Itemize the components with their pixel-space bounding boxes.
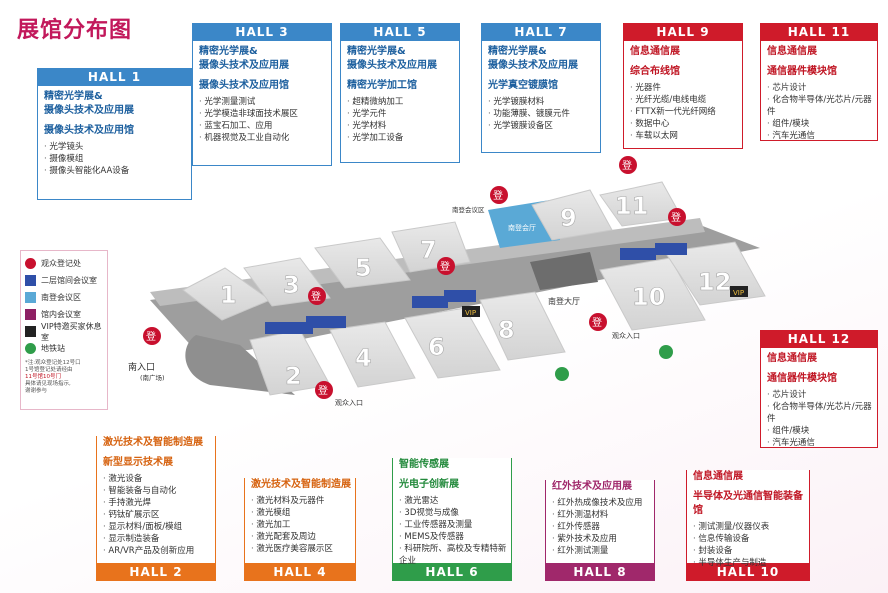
hall-2-header: HALL 2 [96,563,216,581]
register-marker: 登 [619,156,637,174]
hall-meeting-icon [25,309,36,320]
south-hall-label: 南登大厅 [548,296,580,306]
hall-number-6: 6 [428,333,445,361]
hall-6-card: 智能传感展 光电子创新展 激光雷达3D视觉与成像工业传感器及测量MEMS及传感器… [392,458,512,581]
hall-number-1: 1 [220,281,237,309]
main-corridor [150,225,760,350]
hall-9-card: HALL 9 信息通信展 综合布线馆 光器件光纤光缆/电线电缆FTTX新一代光纤… [623,23,743,149]
hall-1-header: HALL 1 [37,68,192,86]
legend-note: *注:观众登记处12号口 1号馆登记处请经由 11号馆10号门 具体请见现场指示… [25,360,81,394]
hall-5-card: HALL 5 精密光学展&摄像头技术及应用展 精密光学加工馆 超精微纳加工光学元… [340,23,460,163]
hall-11-card: HALL 11 信息通信展 通信器件模块馆 芯片设计化合物半导体/光芯片/元器件… [760,23,878,141]
hall-2-card: 激光技术及智能制造展 新型显示技术展 激光设备智能装备与自动化手持激光焊钙钛矿展… [96,436,216,581]
register-marker: 登 [589,313,607,331]
hall-5-header: HALL 5 [340,23,460,41]
hall-number-11: 11 [615,192,648,220]
vip-room: VIP [462,306,480,317]
conf-room-8de [444,290,476,302]
register-marker: 登 [308,287,326,305]
conf-room-2de [265,322,313,334]
legend-item: 地铁站 [25,340,103,357]
south-entrance-label: 南入口 [128,361,155,373]
south-meeting-icon [25,292,36,303]
hall-7-card: HALL 7 精密光学展&摄像头技术及应用展 光学真空镀膜馆 光学镀膜材料功能薄… [481,23,601,153]
visitor-entrance-1: 观众入口 [335,399,363,407]
south-lobby [530,252,598,290]
hall-7-header: HALL 7 [481,23,601,41]
hall-number-5: 5 [355,254,372,282]
svg-text:VIP: VIP [733,289,744,297]
metro-marker [555,367,569,381]
svg-text:登: 登 [318,384,328,397]
legend-item: 馆内会议室 [25,306,103,323]
hall-9-block [531,189,613,241]
south-entrance-sub: (南广场) [140,373,165,382]
hall-6-block [404,307,501,379]
svg-text:登: 登 [622,159,632,172]
svg-text:登: 登 [493,189,503,202]
hall-9-header: HALL 9 [623,23,743,41]
register-marker: 登 [315,381,333,399]
hall-number-3: 3 [283,271,300,299]
hall-4-card: 激光技术及智能制造展 激光材料及元器件激光模组激光加工激光配套及周边激光医疗美容… [244,478,356,581]
hall-number-2: 2 [285,362,302,390]
meeting-room-icon [25,275,36,286]
legend-item: VIP特邀买家休息室 [25,322,103,342]
register-marker: 登 [668,208,686,226]
hall-number-8: 8 [498,316,515,344]
svg-text:登: 登 [592,316,602,329]
visitor-entrance-2: 观众入口 [612,332,640,340]
svg-text:登: 登 [440,260,450,273]
conf-room-12de [655,243,687,255]
hall-10-header: HALL 10 [686,563,810,581]
hall-number-7: 7 [420,236,437,264]
hall-3-header: HALL 3 [192,23,332,41]
svg-text:登: 登 [311,290,321,303]
hall-number-9: 9 [560,204,577,232]
hall-3-card: HALL 3 精密光学展&摄像头技术及应用展 摄像头技术及应用馆 光学测量测试光… [192,23,332,166]
conf-room-4de [306,316,346,328]
legend-item: 二层馆间会议室 [25,272,103,289]
hall-5-block [314,237,411,289]
hall-4-block [329,321,416,388]
svg-text:VIP: VIP [465,309,476,317]
map-legend: 观众登记处 二层馆间会议室 南登会议区 馆内会议室 VIP特邀买家休息室 地铁站… [20,250,108,410]
hall-number-10: 10 [632,283,665,311]
register-marker: 登 [143,327,161,345]
conf-room-6de [412,296,448,308]
hall-1-card: HALL 1 精密光学展&摄像头技术及应用展 摄像头技术及应用馆 光学镜头摄像模… [37,68,192,200]
metro-icon [25,343,36,354]
hall-8-block [479,291,566,361]
hall-8-card: 红外技术及应用展 红外热成像技术及应用红外测温材料红外传感器紫外技术及应用红外测… [545,480,655,581]
vip-room: VIP [730,286,748,297]
vip-icon [25,326,36,337]
hall-8-header: HALL 8 [545,563,655,581]
legend-item: 南登会议区 [25,289,103,306]
hall-6-header: HALL 6 [392,563,512,581]
hall-11-header: HALL 11 [760,23,878,41]
svg-text:登: 登 [146,330,156,343]
south-meeting-label: 南登会议区 [452,205,485,214]
hall-12-card: HALL 12 信息通信展 通信器件模块馆 芯片设计化合物半导体/光芯片/元器件… [760,330,878,448]
page-title: 展馆分布图 [17,18,133,43]
svg-text:登: 登 [671,211,681,224]
hall-number-4: 4 [355,344,372,372]
hall-10-block [599,257,706,331]
register-marker: 登 [437,257,455,275]
register-icon [25,258,36,269]
hall-4-header: HALL 4 [244,563,356,581]
register-marker: 登 [490,186,508,204]
conf-room-10de [620,248,656,260]
legend-item: 观众登记处 [25,255,103,272]
hall-number-12: 12 [698,268,731,296]
hall-10-card: 信息通信展 半导体及光通信智能装备馆 测试测量/仪器仪表信息传输设备封装设备半导… [686,470,810,581]
metro-marker [659,345,673,359]
hall-12-header: HALL 12 [760,330,878,348]
south-hall-top-label: 南登会厅 [508,223,536,232]
